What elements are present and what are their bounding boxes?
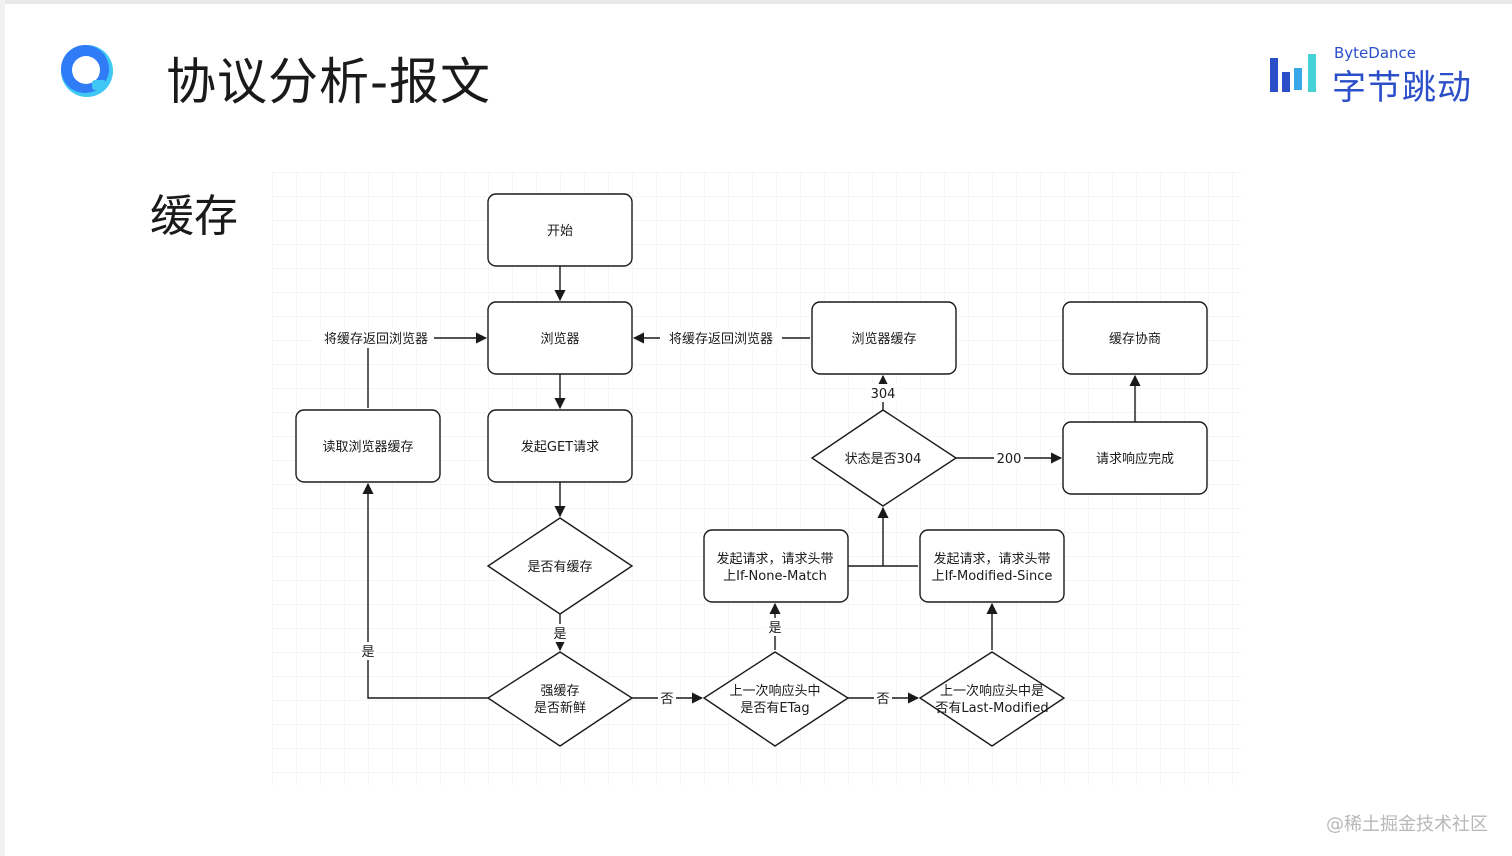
node-request-inm <box>703 529 849 603</box>
label-yes-etag: 是 <box>768 621 781 636</box>
etag-label-1: 上一次响应头中 <box>729 683 820 699</box>
request-inm-label-1: 发起请求，请求头带 <box>716 551 833 567</box>
edge-fresh-readcache <box>362 482 488 699</box>
response-done-label: 请求响应完成 <box>1096 451 1174 467</box>
bytedance-logo: ByteDance 字节跳动 <box>1268 44 1478 108</box>
cache-negotiation-label: 缓存协商 <box>1109 332 1161 347</box>
node-browser <box>487 301 633 375</box>
bytedance-bars-icon <box>1270 54 1316 92</box>
node-lastmod-check <box>918 651 1066 747</box>
node-etag-check <box>702 651 850 747</box>
page-title: 协议分析-报文 <box>166 53 492 111</box>
strong-fresh-label-2: 是否新鲜 <box>534 700 586 716</box>
node-strong-fresh <box>486 651 634 747</box>
request-ims-label-2: 上If-Modified-Since <box>932 569 1053 584</box>
etag-label-2: 是否有ETag <box>740 701 809 716</box>
left-border <box>0 0 5 856</box>
label-304: 304 <box>871 387 896 402</box>
label-no-fresh: 否 <box>660 692 673 707</box>
top-border <box>0 0 1512 4</box>
node-read-cache <box>295 409 441 483</box>
node-start <box>487 193 633 267</box>
browser-label: 浏览器 <box>540 331 579 347</box>
node-response-done <box>1062 421 1208 495</box>
cache-flowchart: 将缓存返回浏览器 将缓存返回浏览器 是 是 否 否 是 304 200 开始 浏… <box>272 172 1242 786</box>
node-browser-cache <box>811 301 957 375</box>
node-request-ims <box>919 529 1065 603</box>
node-send-get <box>487 409 633 483</box>
node-has-cache <box>486 517 634 615</box>
request-ims-label-1: 发起请求，请求头带 <box>933 551 1050 567</box>
label-return-left: 将缓存返回浏览器 <box>324 331 428 347</box>
request-inm-label-2: 上If-None-Match <box>723 569 827 584</box>
source-watermark: @稀土掘金技术社区 <box>1326 814 1488 835</box>
send-get-label: 发起GET请求 <box>521 439 599 455</box>
node-cache-negotiation <box>1062 301 1208 375</box>
brand-name-cn: 字节跳动 <box>1332 68 1472 108</box>
label-yes-hascache: 是 <box>553 627 566 642</box>
read-cache-label: 读取浏览器缓存 <box>322 439 413 455</box>
node-is304 <box>810 409 958 507</box>
label-200: 200 <box>997 452 1022 467</box>
start-label: 开始 <box>547 224 573 239</box>
lastmod-label-2: 否有Last-Modified <box>935 701 1048 716</box>
lastmod-label-1: 上一次响应头中是 <box>940 683 1044 699</box>
label-return-middle: 将缓存返回浏览器 <box>669 331 773 347</box>
q-logo-icon <box>61 45 113 97</box>
has-cache-label: 是否有缓存 <box>527 560 592 575</box>
is304-label: 状态是否304 <box>845 452 922 467</box>
label-yes-fresh: 是 <box>361 645 374 660</box>
strong-fresh-label-1: 强缓存 <box>540 684 579 699</box>
section-title: 缓存 <box>150 191 238 242</box>
brand-name-en: ByteDance <box>1334 44 1417 62</box>
label-no-etag: 否 <box>876 692 889 707</box>
browser-cache-label: 浏览器缓存 <box>851 331 916 347</box>
